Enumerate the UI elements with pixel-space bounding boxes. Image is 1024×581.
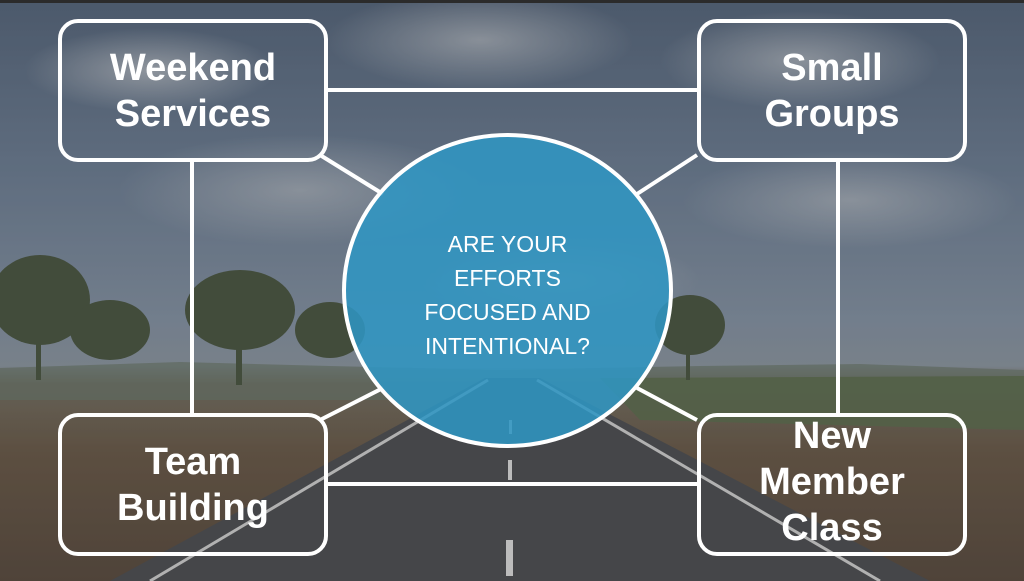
connector-diag-bl (319, 386, 384, 422)
small-groups-box: Small Groups (697, 19, 967, 162)
connector-diag-br (636, 386, 698, 422)
new-member-class-box: New Member Class (697, 413, 967, 556)
weekend-services-label: Weekend Services (109, 46, 277, 135)
road (110, 378, 930, 581)
connector-diag-tl (318, 153, 385, 196)
team-building-box: Team Building (58, 413, 328, 556)
road-dash (508, 460, 512, 480)
center-question: ARE YOUR EFFORTS FOCUSED AND INTENTIONAL… (424, 230, 591, 359)
road-dash (506, 540, 513, 576)
top-edge (0, 0, 1024, 3)
small-groups-label: Small Groups (764, 46, 900, 135)
trees-right (655, 295, 725, 380)
trees-left (0, 255, 365, 385)
center-circle: ARE YOUR EFFORTS FOCUSED AND INTENTIONAL… (342, 133, 673, 448)
new-member-class-label: New Member Class (759, 414, 905, 549)
team-building-label: Team Building (117, 440, 269, 529)
connector-diag-tr (635, 153, 699, 196)
weekend-services-box: Weekend Services (58, 19, 328, 162)
